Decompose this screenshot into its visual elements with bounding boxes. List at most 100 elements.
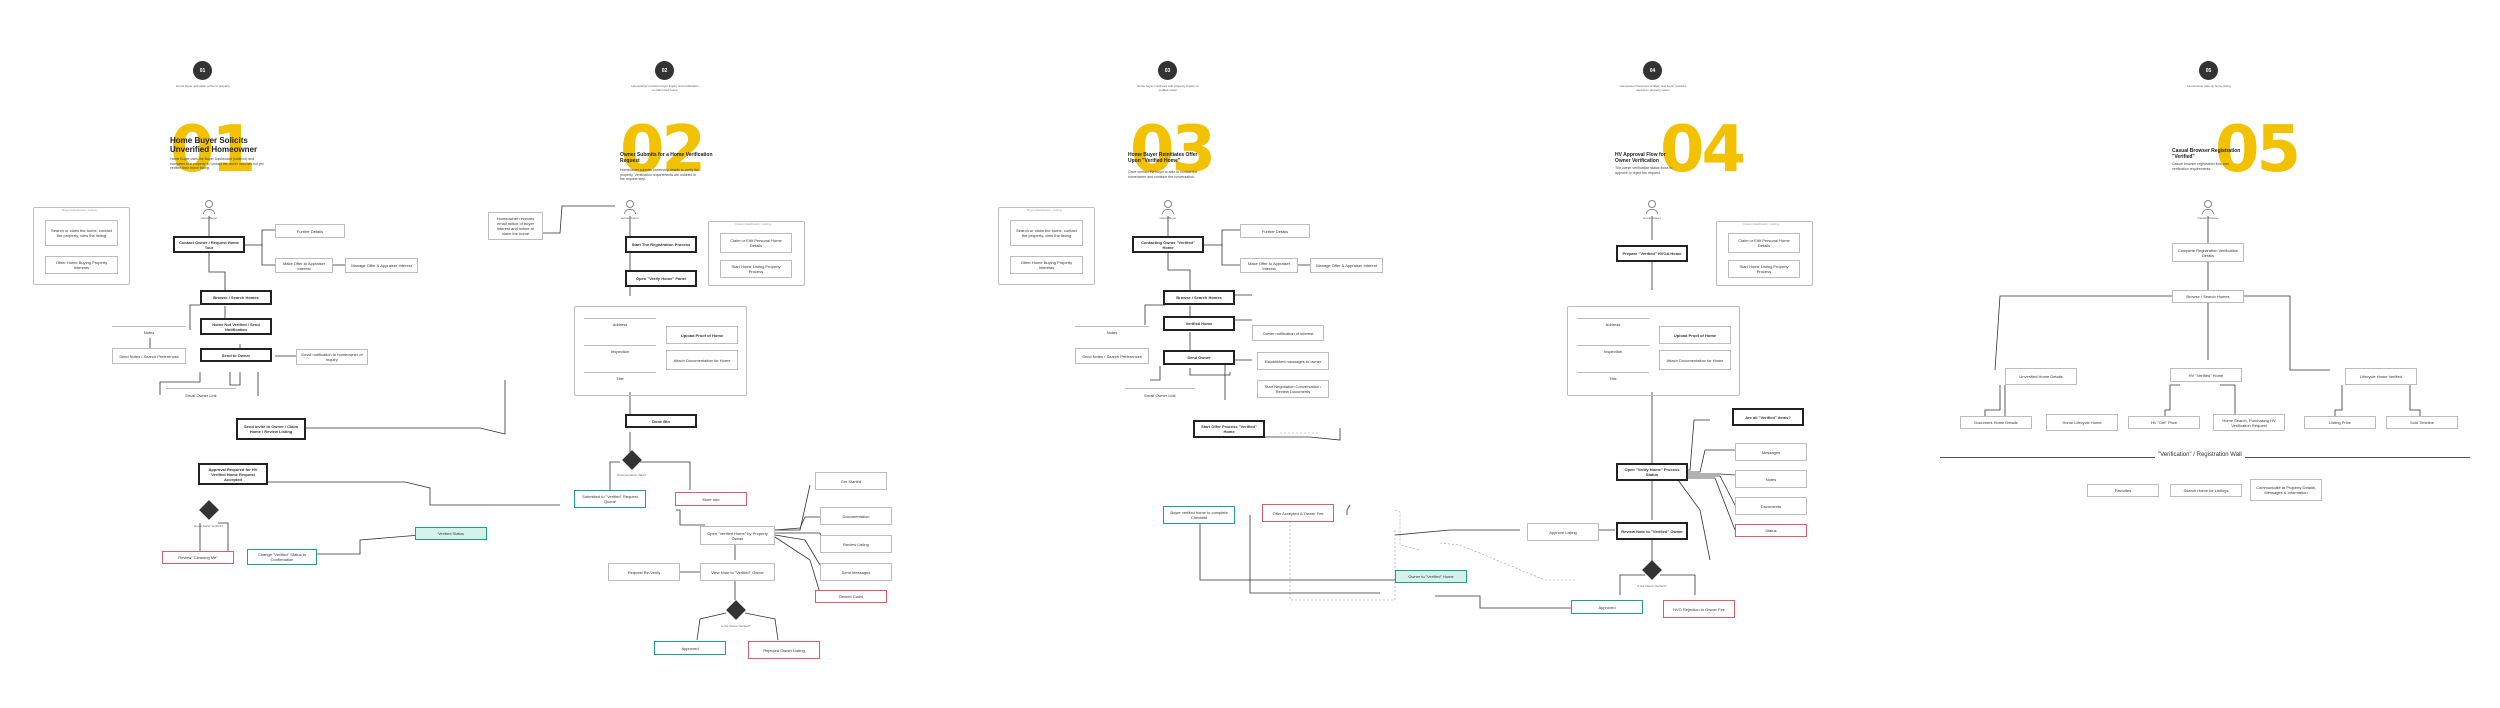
p2-send-messages[interactable]: Send Messages — [820, 563, 892, 581]
p4-check-items[interactable]: Are all "Verified" items? — [1732, 408, 1804, 426]
p4-inspection[interactable]: Inspection — [1577, 345, 1649, 357]
p1-dashboard-b[interactable]: Other Home Buying Property Interests — [45, 256, 118, 274]
buyer-dashboard-group-1 — [33, 207, 130, 285]
p1-notes[interactable]: Notes — [112, 326, 186, 338]
p4-verify-status[interactable]: Open "Verify Home" Process Status — [1616, 463, 1688, 481]
p2-review[interactable]: Open "Verified Home" by Property Owner — [700, 526, 775, 545]
p2-inspection[interactable]: Inspection — [584, 345, 656, 357]
p2-denied[interactable]: Denied Claim — [815, 590, 887, 603]
p1-contact-owner[interactable]: Contact Owner / Request Home Tour — [173, 236, 245, 253]
p2-submitted[interactable]: Submitted to "Verified" Request Queue — [574, 490, 646, 508]
p4-approve-listing[interactable]: Approve Listing — [1527, 523, 1599, 541]
p1-send-invite[interactable]: Send invite to Owner / Claim Home / Revi… — [236, 418, 306, 440]
p5-communicate[interactable]: Communicate at Property Details, Message… — [2250, 479, 2322, 501]
p1-home-not-verified[interactable]: Home Not Verified / Send Notification — [200, 318, 272, 335]
p2-group-a[interactable]: Claim or Edit Personal Home Details — [720, 233, 792, 253]
p3-property-checklist[interactable]: Buyer verified home to complete Checklis… — [1163, 506, 1235, 524]
p4-rejected[interactable]: HVO Rejection to Owner Fee — [1663, 600, 1735, 618]
p3-negotiation[interactable]: Start Negotiation Conversation / Review … — [1257, 380, 1329, 398]
p4-group-b[interactable]: Start Home Listing Property Process — [1728, 260, 1800, 278]
p1-send-owner[interactable]: Send to Owner — [200, 348, 272, 362]
step-circle-1: 01 — [193, 61, 212, 80]
p2-documentation[interactable]: Documentation — [820, 507, 892, 525]
p2-approved[interactable]: Approved — [654, 641, 726, 655]
p4-address[interactable]: Address — [1577, 318, 1649, 330]
p1-change-status[interactable]: Change "Verified" Status to Confirmation — [247, 549, 317, 565]
phase-desc-1: Home Buyer uses the Buyer Dashboard (out… — [170, 157, 264, 170]
p3-make-offer[interactable]: Make Offer to Appraiser Interest — [1240, 258, 1298, 273]
p3-send-notes[interactable]: Send Notes / Search Preferences — [1075, 348, 1149, 364]
p4-notes[interactable]: Notes — [1735, 470, 1807, 488]
p3-dashboard-a[interactable]: Search or claim the home, contact the pr… — [1010, 220, 1083, 246]
p3-offer-accepted[interactable]: Offer Accepted & Owner Fee — [1262, 504, 1334, 522]
actor-home-owner-2: Home Owner — [610, 200, 650, 220]
p2-verify-panel[interactable]: Open "Verify Home" Panel — [625, 270, 697, 287]
p5-hv-verified[interactable]: HV "Verified" Home — [2170, 368, 2242, 382]
p5-register[interactable]: Complete Registration Verification Detai… — [2172, 243, 2244, 262]
p1-further-details[interactable]: Further Details — [275, 224, 345, 238]
p3-owner-notification[interactable]: Owner notification of interest — [1252, 325, 1324, 341]
p4-review-owner[interactable]: Review Note to "Verified" Owner — [1616, 522, 1688, 540]
p5-sold-timeline[interactable]: Sold Timeline — [2386, 416, 2458, 429]
step-caption-4: Homeowner becomes verified, and buyer re… — [1619, 84, 1687, 92]
p3-contacting-owner[interactable]: Contacting Owner "Verified" Home — [1132, 236, 1204, 253]
p2-verified-status[interactable]: Verified Status — [415, 527, 487, 540]
p4-upload-proof[interactable]: Upload Proof of Home — [1659, 326, 1731, 344]
p4-owner-form[interactable]: Owner to "Verified" Home — [1395, 570, 1467, 583]
p5-home-search[interactable]: Home Search, Purchasing HV Verification … — [2213, 414, 2285, 431]
p4-messages[interactable]: Messages — [1735, 443, 1807, 461]
p2-view-note[interactable]: View Note to "Verified" Owner — [700, 563, 775, 581]
p1-browse-homes[interactable]: Browse / Search Homes — [200, 290, 272, 305]
p2-address[interactable]: Address — [584, 318, 656, 330]
p2-attach-docs[interactable]: Attach Documentation for Home — [666, 350, 738, 370]
p1-dashboard-a[interactable]: Search or claim the home, contact the pr… — [45, 220, 118, 246]
p3-email-owner[interactable]: Email Owner Link — [1125, 388, 1195, 402]
p4-title[interactable]: Title — [1577, 372, 1649, 384]
p1-approval-required[interactable]: Approval Required for HV Verified Home R… — [198, 463, 268, 485]
p5-home-lifecycle[interactable]: Home Lifecycle Home — [2046, 414, 2118, 431]
p2-more-info[interactable]: More Info — [675, 492, 747, 506]
p3-manage-offer[interactable]: Manage Offer & Appraiser Interest — [1310, 258, 1383, 273]
p1-manage-offer[interactable]: Manage Offer & Appraiser Interest — [345, 258, 418, 273]
phase-number-4: 04 — [1660, 113, 1746, 187]
step-caption-2: Homeowner receives buyer inquiry and not… — [631, 84, 699, 92]
p2-done-button[interactable]: Done Btn — [625, 414, 697, 428]
p2-upload-proof[interactable]: Upload Proof of Home — [666, 326, 738, 344]
p2-review-listing[interactable]: Review Listing — [820, 535, 892, 553]
p3-notes[interactable]: Notes — [1075, 326, 1149, 338]
p2-email-notice[interactable]: Homeowner receives email notice of buyer… — [488, 212, 543, 240]
p3-send-owner[interactable]: Send Owner — [1163, 350, 1235, 365]
p3-verified-home[interactable]: Verified Home — [1163, 316, 1235, 331]
p4-status[interactable]: Status — [1735, 524, 1807, 537]
p5-hv-price[interactable]: HV "Get" Price — [2128, 416, 2200, 429]
p4-prepare-verified[interactable]: Prepare "Verified" HVOA Home — [1616, 245, 1688, 262]
p2-start-registration[interactable]: Start The Registration Process — [625, 236, 697, 253]
p2-reverify[interactable]: Request Re-Verify — [608, 563, 680, 581]
p3-start-offer[interactable]: Start Offer Process "Verified" Home — [1193, 420, 1265, 438]
p3-dashboard-b[interactable]: Other Home Buying Property Interests — [1010, 256, 1083, 274]
p3-further-details[interactable]: Further Details — [1240, 224, 1310, 238]
p2-group-b[interactable]: Start Home Listing Property Process — [720, 260, 792, 278]
p2-title[interactable]: Title — [584, 372, 656, 384]
p3-browse-homes[interactable]: Browse / Search Homes — [1163, 290, 1235, 305]
p3-messages[interactable]: Established messages to owner — [1257, 352, 1329, 370]
p2-get-started[interactable]: Get Started — [815, 472, 887, 490]
p5-lifecycle[interactable]: Lifecycle Home Verified — [2345, 368, 2417, 385]
p2-rejected[interactable]: Rejected Owner Listing — [748, 641, 820, 659]
p5-favorites[interactable]: Favorites — [2087, 484, 2159, 497]
p1-reject-message[interactable]: Review "Cleaning Me" — [162, 551, 234, 564]
p4-approved[interactable]: Approved — [1571, 600, 1643, 614]
p4-group-a[interactable]: Claim or Edit Personal Home Details — [1728, 233, 1800, 253]
p5-browse[interactable]: Browse / Search Homes — [2172, 290, 2244, 303]
p1-make-offer[interactable]: Make Offer to Appraiser Interest — [275, 258, 333, 273]
p5-listing-price[interactable]: Listing Price — [2304, 416, 2376, 429]
p4-attach-docs[interactable]: Attach Documentation for Home — [1659, 350, 1731, 370]
p4-documents[interactable]: Documents — [1735, 497, 1807, 515]
p5-search-listings[interactable]: Search Home for Listings — [2170, 484, 2242, 497]
p1-email-notification[interactable]: Email notification to homeowner of inqui… — [296, 349, 368, 365]
p5-document-details[interactable]: Document Home Details — [1960, 416, 2032, 429]
p1-email-owner[interactable]: Email Owner Link — [166, 388, 236, 402]
p5-unverified-home[interactable]: Unverified Home Details — [2005, 368, 2077, 385]
phase-title-5: Casual Browser Registration "Verified" — [2172, 148, 2241, 160]
p1-send-notes[interactable]: Send Notes / Search Preferences — [112, 348, 186, 364]
